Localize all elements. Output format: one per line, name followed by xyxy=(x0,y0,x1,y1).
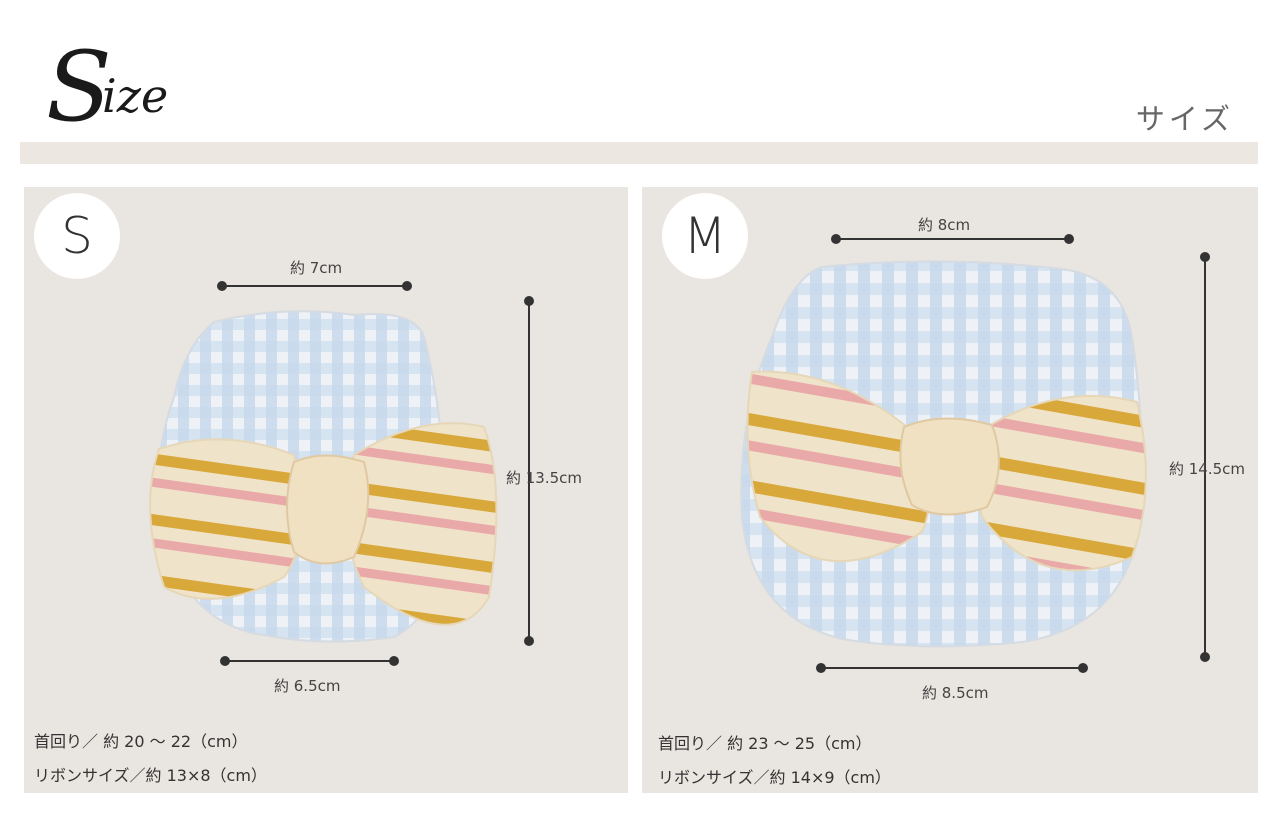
ribbon-left-m xyxy=(746,370,931,563)
neck-size-s: 首回り／ 約 20 〜 22（cm） xyxy=(34,732,248,751)
ribbon-knot-s xyxy=(286,454,370,565)
size-badge-s: S xyxy=(34,193,120,279)
bottom-width-label-m: 約 8.5cm xyxy=(922,684,989,702)
size-script-logo: S ize xyxy=(46,31,168,143)
ribbon-size-s: リボンサイズ／約 13×8（cm） xyxy=(34,766,267,785)
marker-dot xyxy=(1200,252,1210,262)
size-badge-m: M xyxy=(662,193,748,279)
marker-dot xyxy=(217,281,227,291)
logo-letter-s: S xyxy=(46,31,112,143)
size-card-s: S 約 7cm 約 6.5cm 約 13.5cm 首回り／ 約 20 〜 22（… xyxy=(24,187,628,793)
marker-dot xyxy=(816,663,826,673)
bottom-width-label-s: 約 6.5cm xyxy=(274,677,341,695)
marker-dot xyxy=(524,636,534,646)
top-width-label-s: 約 7cm xyxy=(290,259,343,277)
page-subtitle: サイズ xyxy=(1135,102,1234,136)
ribbon-left-s xyxy=(149,438,303,600)
ribbon-size-m: リボンサイズ／約 14×9（cm） xyxy=(658,768,891,787)
product-illustration-m xyxy=(740,234,1210,673)
header-band xyxy=(20,142,1258,164)
marker-dot xyxy=(1064,234,1074,244)
logo-letters-ize: ize xyxy=(102,69,168,123)
marker-dot xyxy=(831,234,841,244)
ribbon-knot-m xyxy=(899,417,1000,516)
top-width-label-m: 約 8cm xyxy=(918,216,971,234)
marker-dot xyxy=(1200,652,1210,662)
product-illustration-s xyxy=(149,281,534,666)
size-card-m: M 約 8cm 約 8.5cm 約 14.5cm 首回り／ 約 23 〜 25（… xyxy=(642,187,1258,793)
marker-dot xyxy=(524,296,534,306)
height-label-s: 約 13.5cm xyxy=(506,469,583,487)
marker-dot xyxy=(389,656,399,666)
marker-dot xyxy=(220,656,230,666)
neck-size-m: 首回り／ 約 23 〜 25（cm） xyxy=(658,734,872,753)
marker-dot xyxy=(402,281,412,291)
height-label-m: 約 14.5cm xyxy=(1169,460,1246,478)
marker-dot xyxy=(1078,663,1088,673)
